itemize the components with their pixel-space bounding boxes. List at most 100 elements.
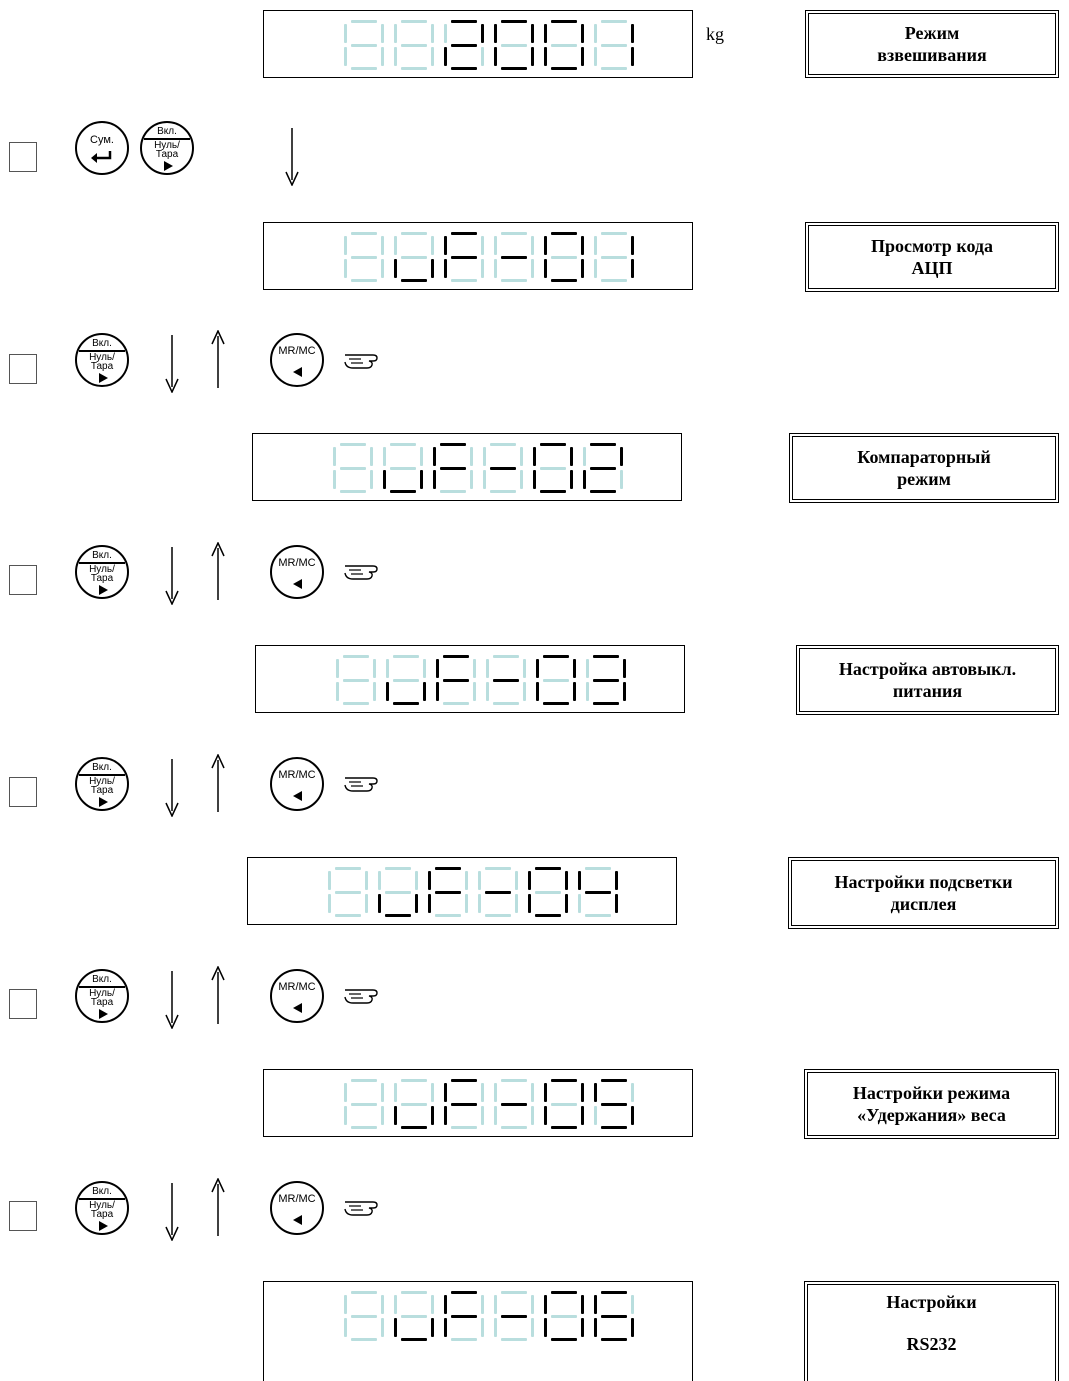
- step-checkbox[interactable]: [9, 142, 37, 172]
- segment-b: [365, 871, 368, 890]
- zero-tare-key[interactable]: Вкл. Нуль/ Тара: [140, 121, 194, 175]
- digit: [544, 20, 584, 70]
- sum-key[interactable]: Сум.: [75, 121, 129, 175]
- segment-d: [351, 67, 377, 70]
- segment-a: [335, 867, 361, 870]
- display-weighing: [263, 10, 693, 78]
- zero-tare-key-bottom: Тара: [90, 573, 114, 584]
- segment-b: [565, 871, 568, 890]
- segment-c: [431, 47, 434, 66]
- segment-d: [401, 67, 427, 70]
- digit: [344, 1079, 384, 1129]
- digit: [378, 867, 418, 917]
- segment-d: [535, 914, 561, 917]
- step-checkbox[interactable]: [9, 1201, 37, 1231]
- segment-g: [390, 466, 416, 470]
- segment-f: [394, 236, 397, 255]
- arrow-up-icon: [211, 1178, 225, 1236]
- segment-f: [494, 1083, 497, 1102]
- segment-c: [623, 682, 626, 701]
- segment-g: [351, 1102, 377, 1106]
- step-checkbox[interactable]: [9, 354, 37, 384]
- segment-e: [594, 47, 597, 66]
- digit: [394, 20, 434, 70]
- segment-b: [573, 659, 576, 678]
- segment-d: [601, 1126, 627, 1129]
- segment-b: [431, 236, 434, 255]
- segment-d: [351, 279, 377, 282]
- segment-e: [333, 470, 336, 489]
- segment-e: [478, 894, 481, 913]
- segment-b: [615, 871, 618, 890]
- segment-e: [494, 47, 497, 66]
- pointing-hand-icon: [344, 565, 378, 580]
- zero-tare-key[interactable]: Вкл. Нуль/ Тара: [75, 1181, 129, 1235]
- segment-f: [494, 24, 497, 43]
- segment-e: [586, 682, 589, 701]
- segment-c: [381, 47, 384, 66]
- segment-d: [551, 279, 577, 282]
- digit: [478, 867, 518, 917]
- zero-tare-key-bottom: Тара: [90, 361, 114, 372]
- segment-g: [440, 466, 466, 470]
- step-checkbox[interactable]: [9, 565, 37, 595]
- segment-c: [373, 682, 376, 701]
- display-uf-03: [255, 645, 685, 713]
- segment-a: [551, 1291, 577, 1294]
- segment-e: [536, 682, 539, 701]
- key-divider: [79, 350, 125, 352]
- segment-a: [340, 443, 366, 446]
- segment-d: [501, 67, 527, 70]
- mr-mc-key[interactable]: MR/MC: [270, 1181, 324, 1235]
- mode-label-backlight: Настройки подсветки дисплея: [788, 857, 1059, 929]
- digit: [536, 655, 576, 705]
- arrow-down-icon: [165, 335, 179, 393]
- segment-e: [444, 259, 447, 278]
- arrow-down-icon: [165, 759, 179, 817]
- segment-c: [481, 1318, 484, 1337]
- mode-label-line2: режим: [897, 469, 951, 489]
- segment-c: [370, 470, 373, 489]
- digit: [544, 232, 584, 282]
- mr-mc-key[interactable]: MR/MC: [270, 333, 324, 387]
- mode-label-auto-power-off: Настройка автовыкл. питания: [796, 645, 1059, 715]
- mr-mc-key[interactable]: MR/MC: [270, 545, 324, 599]
- segment-d: [485, 914, 511, 917]
- zero-tare-key[interactable]: Вкл. Нуль/ Тара: [75, 757, 129, 811]
- segment-b: [531, 24, 534, 43]
- segment-b: [373, 659, 376, 678]
- zero-tare-key-middle: Нуль/: [89, 352, 115, 363]
- segment-a: [485, 867, 511, 870]
- display-uf-04: [247, 857, 677, 925]
- segment-e: [428, 894, 431, 913]
- segment-d: [501, 279, 527, 282]
- segment-e: [394, 47, 397, 66]
- digit: [494, 20, 534, 70]
- segment-e: [544, 1318, 547, 1337]
- display-uf-02: [252, 433, 682, 501]
- segment-g: [501, 43, 527, 47]
- arrow-up-icon: [211, 542, 225, 600]
- digit: [544, 1291, 584, 1341]
- segment-g: [601, 255, 627, 259]
- triangle-right-icon: [99, 1009, 108, 1019]
- segment-c: [431, 1318, 434, 1337]
- digit: [344, 1291, 384, 1341]
- segment-a: [490, 443, 516, 446]
- segment-g: [343, 678, 369, 682]
- zero-tare-key[interactable]: Вкл. Нуль/ Тара: [75, 545, 129, 599]
- zero-tare-key[interactable]: Вкл. Нуль/ Тара: [75, 333, 129, 387]
- mr-mc-key[interactable]: MR/MC: [270, 969, 324, 1023]
- triangle-left-icon: [293, 1215, 302, 1225]
- zero-tare-key[interactable]: Вкл. Нуль/ Тара: [75, 969, 129, 1023]
- mr-mc-key[interactable]: MR/MC: [270, 757, 324, 811]
- segment-e: [394, 1318, 397, 1337]
- segment-a: [501, 1079, 527, 1082]
- segment-a: [551, 232, 577, 235]
- zero-tare-key-middle: Нуль/: [89, 1200, 115, 1211]
- segment-f: [378, 871, 381, 890]
- step-checkbox[interactable]: [9, 777, 37, 807]
- segment-b: [415, 871, 418, 890]
- step-checkbox[interactable]: [9, 989, 37, 1019]
- segment-f: [394, 1295, 397, 1314]
